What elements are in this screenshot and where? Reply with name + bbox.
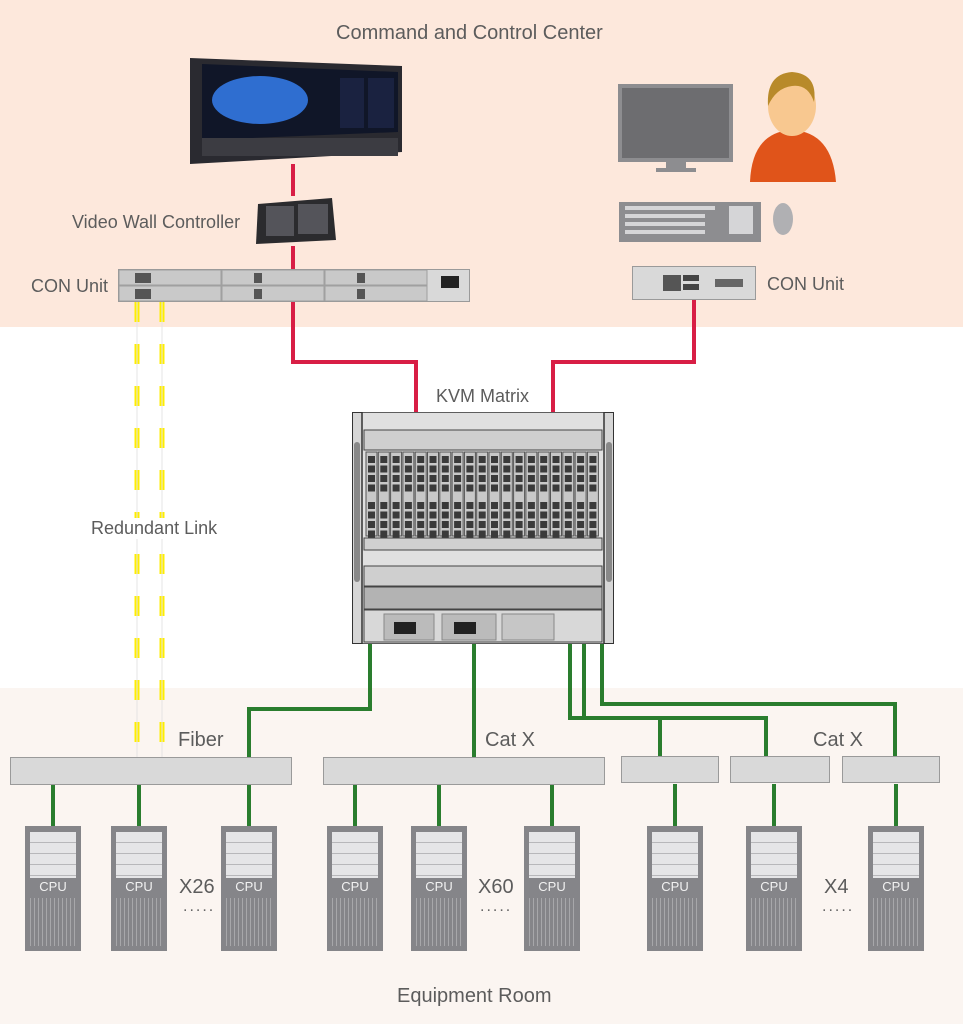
equipment-room-title: Equipment Room: [397, 985, 552, 1007]
cpu-server-icon: CPU: [524, 826, 580, 951]
cpu-server-icon: CPU: [327, 826, 383, 951]
user-avatar-icon: [748, 66, 838, 186]
con-unit-left-label: CON Unit: [31, 276, 109, 296]
group-count-ext: X4: [824, 876, 849, 898]
con-unit-right-label: CON Unit: [767, 274, 845, 294]
cpu-unit-single: [730, 756, 830, 783]
keyboard-icon: [619, 202, 761, 242]
cpu-label: CPU: [760, 879, 788, 894]
catx-cpu-unit-rack: [323, 757, 605, 785]
red-link-right-conunit-kvm: [551, 300, 696, 412]
cpu-label: CPU: [39, 879, 67, 894]
cpu-label: CPU: [235, 879, 263, 894]
cpu-server-icon: CPU: [868, 826, 924, 951]
cpu-server-icon: CPU: [25, 826, 81, 951]
con-unit-rack: [118, 269, 470, 302]
red-link-conunit-kvm: [291, 302, 418, 412]
cpu-server-icon: CPU: [411, 826, 467, 951]
kvm-matrix-chassis: [351, 411, 615, 645]
cpu-unit-single: [842, 756, 940, 783]
video-wall-controller-icon: [252, 196, 338, 246]
monitor-icon: [618, 84, 733, 176]
green-link-kvm-fiber: [247, 644, 372, 758]
cpu-server-icon: CPU: [647, 826, 703, 951]
command-center-title: Command and Control Center: [336, 22, 603, 44]
cpu-label: CPU: [125, 879, 153, 894]
green-link-kvm-ext2: [582, 644, 768, 756]
ellipsis: .....: [183, 898, 216, 915]
cpu-label: CPU: [538, 879, 566, 894]
cpu-label: CPU: [661, 879, 689, 894]
cpu-label: CPU: [882, 879, 910, 894]
group-count-fiber: X26: [179, 876, 215, 898]
redundant-link-label: Redundant Link: [91, 518, 218, 539]
cpu-server-icon: CPU: [746, 826, 802, 951]
kvm-matrix-label: KVM Matrix: [436, 386, 530, 406]
cpu-label: CPU: [341, 879, 369, 894]
catx-right-label: Cat X: [813, 729, 864, 751]
group-count-catx: X60: [478, 876, 514, 898]
video-wall-controller-label: Video Wall Controller: [72, 212, 241, 232]
cpu-server-icon: CPU: [221, 826, 277, 951]
con-unit-single: [632, 266, 756, 300]
ellipsis: .....: [822, 898, 855, 915]
ellipsis: .....: [480, 898, 513, 915]
cpu-label: CPU: [425, 879, 453, 894]
green-link-kvm-ext3: [600, 644, 897, 756]
fiber-label: Fiber: [178, 729, 224, 751]
video-wall-icon: [190, 52, 402, 164]
cpu-server-icon: CPU: [111, 826, 167, 951]
fiber-cpu-unit-rack: [10, 757, 292, 785]
cpu-unit-single: [621, 756, 719, 783]
mouse-icon: [772, 202, 794, 236]
catx-middle-label: Cat X: [485, 729, 536, 751]
